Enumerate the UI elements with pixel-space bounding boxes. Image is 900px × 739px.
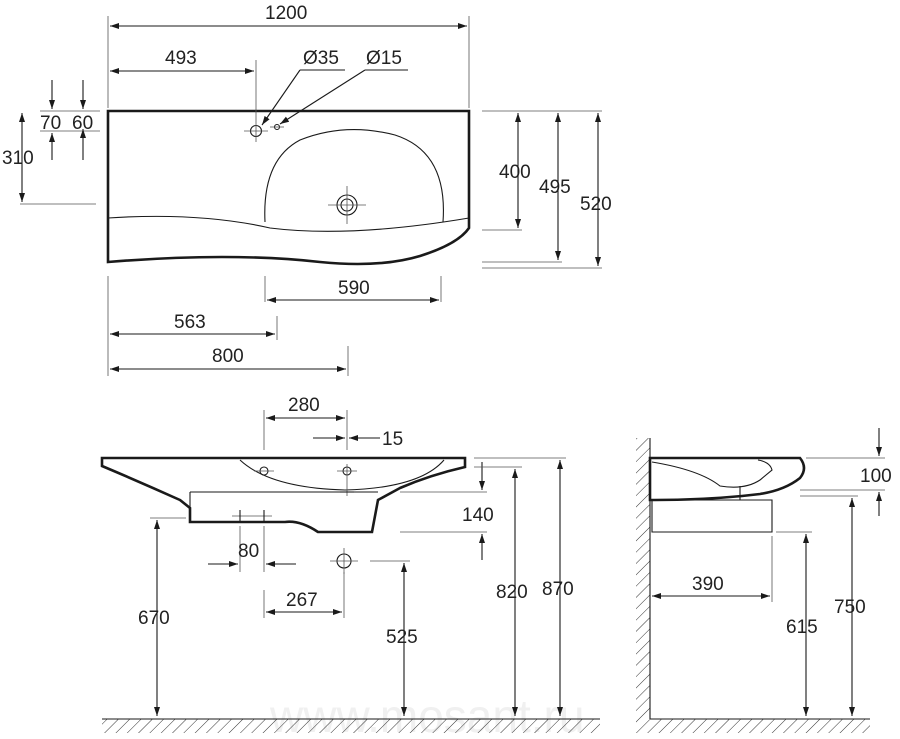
basin-lip-curve xyxy=(107,215,470,232)
dim-750: 750 xyxy=(834,597,866,618)
dim-525: 525 xyxy=(386,627,418,648)
dim-15: 15 xyxy=(382,429,403,450)
overflow-hole-icon xyxy=(270,123,284,131)
bowl-outline xyxy=(264,129,444,223)
plan-view: 1200 493 Ø35 Ø15 70 60 310 400 495 xyxy=(2,3,612,376)
outlet-icon xyxy=(330,548,358,574)
dim-520: 520 xyxy=(580,194,612,215)
side-basin-outline xyxy=(648,456,806,502)
dim-280: 280 xyxy=(288,395,320,416)
side-view: 100 390 615 750 xyxy=(636,428,892,733)
dim-493: 493 xyxy=(165,48,197,69)
front-basin-outline xyxy=(100,456,467,534)
floor-hatch xyxy=(636,719,870,733)
dim-310: 310 xyxy=(2,148,34,169)
dim-800: 800 xyxy=(212,346,244,367)
dim-390: 390 xyxy=(692,574,724,595)
front-bowl-curve xyxy=(239,459,445,491)
dim-615: 615 xyxy=(786,617,818,638)
dim-495: 495 xyxy=(539,177,571,198)
wall-hatch xyxy=(636,438,650,719)
dim-267: 267 xyxy=(286,590,318,611)
dim-hole-35: Ø35 xyxy=(303,48,339,69)
dim-590: 590 xyxy=(338,278,370,299)
tap-hole-icon xyxy=(244,120,268,142)
drain-icon xyxy=(337,464,357,496)
dim-670: 670 xyxy=(138,608,170,629)
dim-400: 400 xyxy=(499,162,531,183)
dim-70: 70 xyxy=(40,113,61,134)
tap-hole-icon xyxy=(254,466,274,476)
dim-563: 563 xyxy=(174,312,206,333)
dim-820: 820 xyxy=(496,582,528,603)
dim-80: 80 xyxy=(238,541,259,562)
drain-icon xyxy=(328,186,366,224)
front-view: 280 15 140 80 267 670 525 820 xyxy=(100,395,600,733)
dim-60: 60 xyxy=(72,113,93,134)
dim-hole-15: Ø15 xyxy=(366,48,402,69)
dim-870: 870 xyxy=(542,579,574,600)
dim-1200: 1200 xyxy=(265,3,307,24)
dim-100: 100 xyxy=(860,466,892,487)
dim-140: 140 xyxy=(462,505,494,526)
fixing-point-icon xyxy=(232,510,272,522)
floor-hatch xyxy=(102,719,600,733)
basin-top-outline xyxy=(106,109,471,266)
